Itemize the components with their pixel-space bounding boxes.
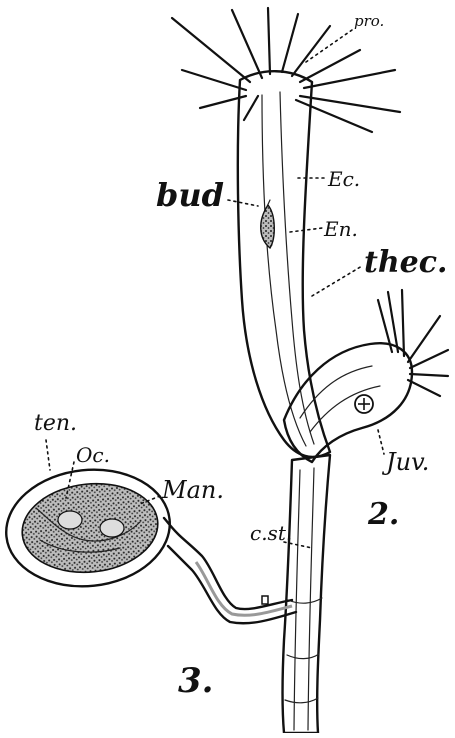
label-bud: bud — [156, 176, 224, 214]
bud — [261, 205, 275, 248]
label-3: 3. — [178, 661, 214, 701]
labels: pro. Ec. bud En. thec. Juv. 2. ten. Oc. … — [34, 12, 447, 701]
label-oc: Oc. — [76, 443, 110, 467]
label-en: En. — [323, 217, 358, 241]
main-stem — [283, 455, 331, 733]
label-2: 2. — [367, 497, 399, 532]
label-thec: thec. — [364, 245, 447, 280]
label-man: Man. — [161, 476, 224, 504]
label-cst: c.st. — [250, 521, 292, 545]
label-ten: ten. — [34, 411, 77, 436]
label-ec: Ec. — [327, 167, 360, 191]
label-pro: pro. — [354, 12, 384, 30]
label-juv: Juv. — [381, 448, 429, 476]
tentacles-juvenile — [378, 290, 448, 396]
